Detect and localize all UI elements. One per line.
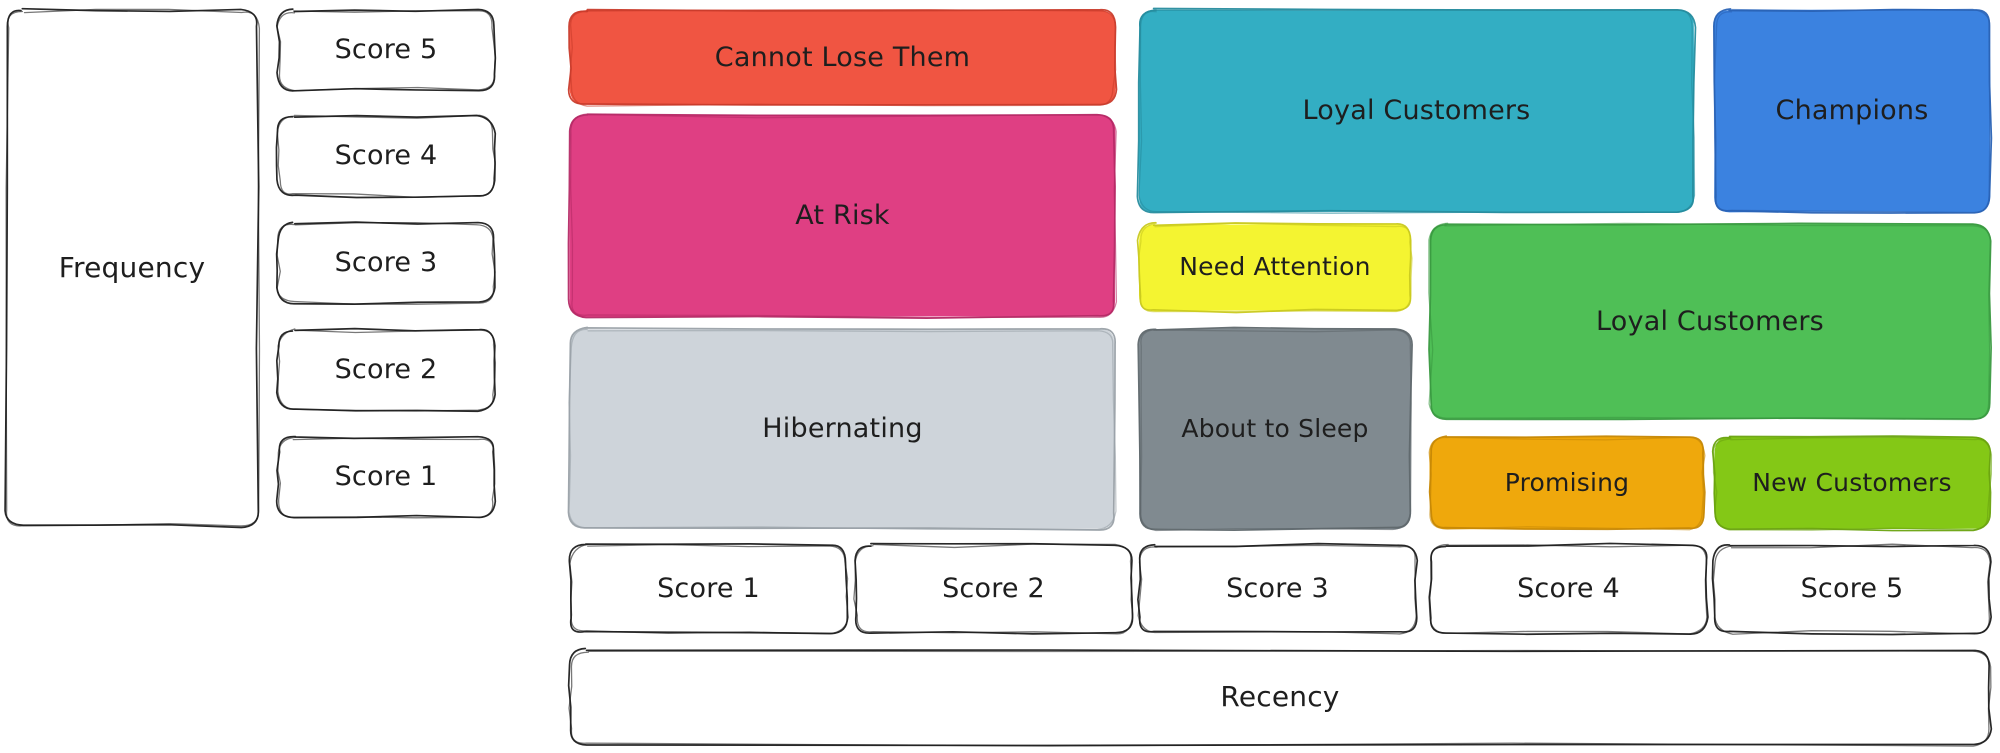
- recency-score-3[interactable]: Score 3: [1137, 542, 1419, 635]
- frequency-axis-title-label: Frequency: [58, 250, 206, 284]
- frequency-score-2-label: Score 2: [334, 354, 438, 386]
- segment-hibernating[interactable]: Hibernating: [567, 326, 1117, 531]
- segment-new-customers-label: New Customers: [1752, 467, 1952, 497]
- recency-score-1[interactable]: Score 1: [568, 543, 849, 635]
- frequency-score-5-label: Score 5: [334, 34, 438, 66]
- segment-hibernating-label: Hibernating: [762, 413, 923, 445]
- segment-champions[interactable]: Champions: [1713, 8, 1993, 214]
- recency-score-5-label: Score 5: [1800, 573, 1904, 605]
- frequency-score-4[interactable]: Score 4: [275, 114, 497, 199]
- segment-loyal-customers-teal[interactable]: Loyal Customers: [1136, 7, 1697, 214]
- frequency-score-1-label: Score 1: [334, 461, 438, 493]
- recency-score-5[interactable]: Score 5: [1711, 543, 1992, 636]
- segment-promising[interactable]: Promising: [1428, 435, 1706, 531]
- recency-score-4[interactable]: Score 4: [1428, 542, 1709, 636]
- frequency-axis-title: Frequency: [4, 7, 261, 529]
- segment-loyal-customers-teal-label: Loyal Customers: [1302, 95, 1531, 127]
- recency-score-2-label: Score 2: [942, 573, 1045, 605]
- segment-about-to-sleep-label: About to Sleep: [1181, 413, 1369, 443]
- segment-new-customers[interactable]: New Customers: [1711, 435, 1993, 532]
- segment-promising-label: Promising: [1504, 467, 1630, 497]
- segment-about-to-sleep[interactable]: About to Sleep: [1137, 326, 1413, 532]
- recency-axis-title-label: Recency: [1220, 680, 1340, 714]
- frequency-score-4-label: Score 4: [334, 140, 438, 172]
- frequency-score-3[interactable]: Score 3: [275, 221, 496, 305]
- segment-loyal-customers-green-label: Loyal Customers: [1596, 305, 1824, 337]
- recency-score-1-label: Score 1: [657, 573, 760, 605]
- segment-need-attention-label: Need Attention: [1179, 252, 1371, 282]
- frequency-score-3-label: Score 3: [334, 247, 438, 279]
- recency-score-2[interactable]: Score 2: [853, 542, 1134, 635]
- segment-cannot-lose-them-label: Cannot Lose Them: [714, 41, 971, 73]
- segment-champions-label: Champions: [1775, 95, 1929, 127]
- frequency-score-1[interactable]: Score 1: [275, 435, 497, 519]
- frequency-score-5[interactable]: Score 5: [276, 8, 497, 92]
- recency-score-4-label: Score 4: [1517, 573, 1620, 605]
- segment-need-attention[interactable]: Need Attention: [1136, 221, 1413, 314]
- recency-score-3-label: Score 3: [1226, 573, 1329, 605]
- segment-at-risk-label: At Risk: [795, 200, 890, 232]
- recency-axis-title: Recency: [567, 647, 1993, 747]
- segment-loyal-customers-green[interactable]: Loyal Customers: [1428, 222, 1992, 421]
- segment-at-risk[interactable]: At Risk: [567, 113, 1118, 319]
- segment-cannot-lose-them[interactable]: Cannot Lose Them: [567, 8, 1118, 107]
- frequency-score-2[interactable]: Score 2: [275, 327, 497, 413]
